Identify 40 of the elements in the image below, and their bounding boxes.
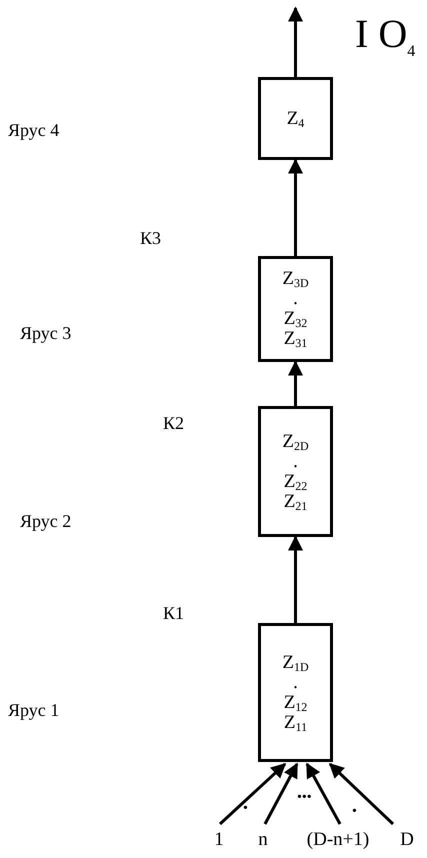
ellipsis-dots: ••• [297,790,312,806]
input-label: D [400,829,414,851]
block-text: Z$_{21}$ [284,492,308,512]
block-text: Z$_{1D}$ [282,652,309,672]
block-text: Z$_{32}$ [284,309,308,329]
block-box [258,406,333,537]
tier-label: Ярус 1 [8,700,60,721]
block-text: . [293,289,298,309]
input-label: n [258,829,268,851]
block-text: . [293,672,298,692]
block-box [258,256,333,362]
arrow [264,762,298,825]
input-label: (D-n+1) [306,829,370,851]
arrow [328,762,394,826]
arrow [288,158,303,256]
tier-label: Ярус 4 [8,120,60,141]
output-label: I O$_{4}$ [355,10,416,61]
block-text: Z$_{4}$ [286,108,304,128]
arrow [288,536,303,623]
ellipsis-dots: • [243,801,248,817]
link-label: К3 [140,228,162,249]
input-label: 1 [214,829,224,851]
arrow [306,762,342,825]
tier-label: Ярус 2 [20,511,72,532]
block-box [258,623,333,762]
block-text: Z$_{3D}$ [282,269,309,289]
link-label: К2 [163,413,184,434]
ellipsis-dots: • [352,804,357,820]
block-text: Z$_{22}$ [284,472,308,492]
block-box [258,77,333,160]
tier-label: Ярус 3 [20,323,72,344]
arrow [218,762,286,826]
block-text: Z$_{2D}$ [282,432,309,452]
block-text: Z$_{12}$ [284,692,308,712]
link-label: К1 [163,603,184,624]
block-text: Z$_{11}$ [284,712,308,732]
block-text: Z$_{31}$ [284,329,308,349]
arrow [288,6,303,77]
arrow [288,360,303,406]
block-text: . [293,452,298,472]
